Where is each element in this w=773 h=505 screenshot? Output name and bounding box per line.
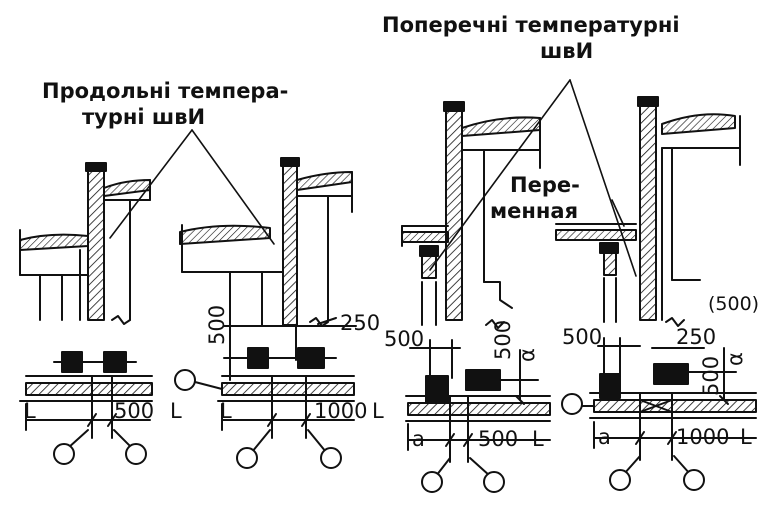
dim-L: L (740, 425, 752, 449)
dim-250: 250 (340, 311, 380, 335)
label-variable-1: Пере- (510, 173, 580, 197)
panel-3-transverse-500 (401, 101, 551, 493)
dim-L: L (372, 399, 384, 423)
dim-500-vertical: 500 (491, 320, 515, 360)
dim-500: 500 (384, 327, 424, 351)
dim-a: a (412, 427, 425, 451)
panel-4-transverse-1000 (555, 96, 757, 491)
dim-L: L (220, 399, 232, 423)
label-longitudinal-2: турні швИ (82, 105, 205, 129)
dim-alpha: α (723, 352, 747, 366)
label-transverse-2: швИ (540, 39, 593, 63)
dim-L: L (170, 399, 182, 423)
label-variable-2: менная (490, 199, 578, 223)
panel-1-longitudinal-500 (19, 162, 153, 465)
dim-L: L (24, 399, 36, 423)
dim-500: 500 (562, 325, 602, 349)
dim-alpha: α (515, 348, 539, 362)
dim-500-vertical: 500 (205, 305, 229, 345)
dim-a: a (598, 425, 611, 449)
dim-500-vertical: 500 (699, 356, 723, 396)
dim-500-paren: (500) (708, 293, 759, 315)
label-longitudinal-1: Продольні темпера- (42, 79, 288, 103)
labels: Продольні темпера- турні швИ Поперечні т… (24, 13, 759, 451)
leader-lines (109, 79, 637, 277)
dim-500: 500 (114, 399, 154, 423)
wall-section (87, 169, 105, 321)
dim-1000: 1000 (314, 399, 367, 423)
dim-1000: 1000 (676, 425, 729, 449)
dim-L: L (532, 427, 544, 451)
dim-500: 500 (478, 427, 518, 451)
label-transverse-1: Поперечні температурні (382, 13, 680, 37)
dim-250: 250 (676, 325, 716, 349)
panel-2-longitudinal-1000 (174, 157, 357, 469)
